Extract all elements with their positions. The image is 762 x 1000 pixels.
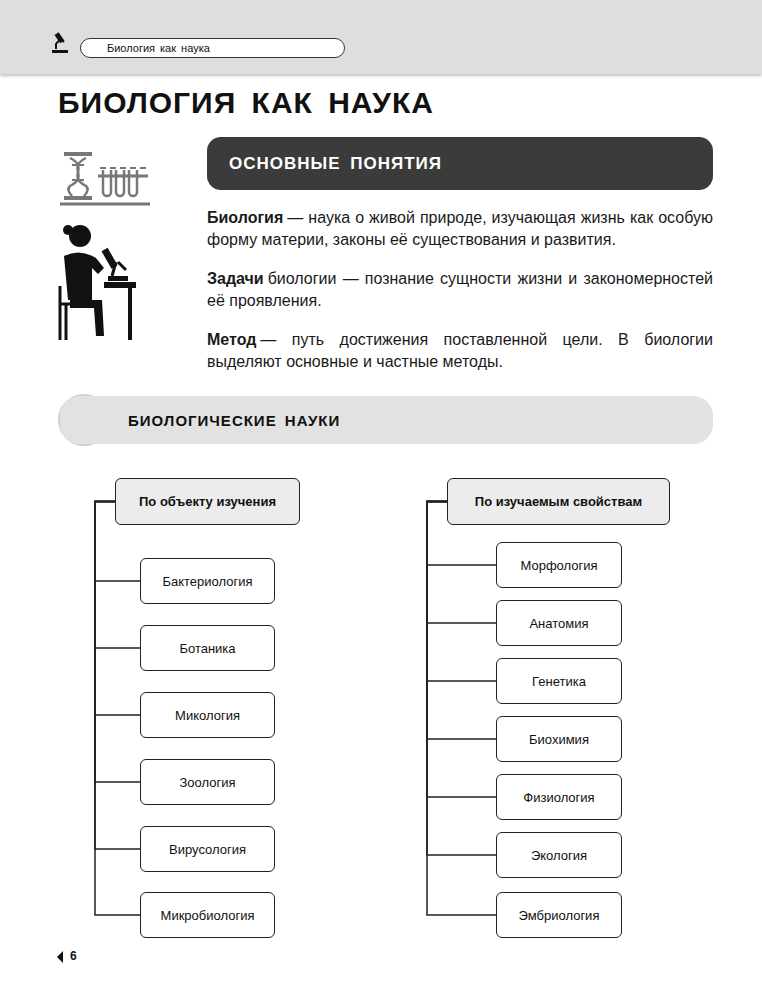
definition-paragraph: Биология— наука о живой природе, изучающ… (207, 207, 713, 251)
header-bar (0, 0, 762, 74)
node-text: Бактериология (162, 574, 252, 589)
tree-connector (427, 502, 496, 798)
science-box: Морфология (496, 542, 622, 588)
section-band: БИОЛОГИЧЕСКИЕ НАУКИ (60, 396, 713, 444)
science-box: Генетика (496, 658, 622, 704)
tree-connector (95, 502, 140, 916)
science-box: Эмбриология (496, 892, 622, 938)
science-box: Анатомия (496, 600, 622, 646)
term: Метод (207, 331, 256, 348)
node-text: По объекту изучения (139, 494, 276, 509)
science-box: Физиология (496, 774, 622, 820)
page-title: БИОЛОГИЯ КАК НАУКА (58, 86, 434, 120)
science-box: Микология (140, 692, 275, 738)
science-box: Бактериология (140, 558, 275, 604)
node-text: Биохимия (529, 732, 589, 747)
node-text: Эмбриология (519, 908, 600, 923)
node-text: По изучаемым свойствам (475, 494, 642, 509)
tree-connector (427, 502, 496, 740)
page-marker (57, 951, 63, 963)
definition-text: — путь достижения поставленной цели. В б… (207, 331, 713, 370)
page-number: 6 (70, 949, 77, 963)
definition-paragraph: Метод— путь достижения поставленной цели… (207, 329, 713, 373)
definition-paragraph: Задачибиологии — познание сущности жизни… (207, 268, 713, 312)
tree-connector (427, 502, 496, 856)
node-text: Ботаника (179, 641, 235, 656)
scientist-figure (60, 225, 136, 340)
node-text: Биология как наука (107, 42, 210, 54)
node-text: ОСНОВНЫЕ ПОНЯТИЯ (229, 154, 442, 174)
node-text: Зоология (179, 775, 235, 790)
tree-connector (427, 502, 496, 916)
node-text: Генетика (532, 674, 586, 689)
science-box: Зоология (140, 759, 275, 805)
category-heading: По изучаемым свойствам (447, 478, 670, 525)
term: Задачи (207, 270, 264, 287)
tree-connector (95, 502, 140, 850)
node-text: Морфология (520, 558, 597, 573)
node-text: Микробиология (161, 908, 255, 923)
node-text: Анатомия (529, 616, 588, 631)
tree-connector (95, 502, 140, 783)
term: Биология (207, 209, 283, 226)
tree-connector (95, 502, 140, 716)
category-heading: По объекту изучения (115, 478, 300, 525)
definition-text: биологии — познание сущности жизни и зак… (207, 270, 713, 309)
search-field: Биология как наука (80, 38, 345, 58)
science-box: Экология (496, 832, 622, 878)
science-box: Микробиология (140, 892, 275, 938)
header-icon (52, 32, 68, 53)
tree-connector (427, 502, 496, 682)
section-banner: ОСНОВНЫЕ ПОНЯТИЯ (207, 137, 713, 190)
node-text: Микология (175, 708, 240, 723)
dna-tubes-icon (60, 152, 150, 204)
node-text: БИОЛОГИЧЕСКИЕ НАУКИ (128, 412, 340, 429)
science-box: Вирусология (140, 826, 275, 872)
node-text: Физиология (523, 790, 594, 805)
node-text: Экология (531, 848, 587, 863)
science-box: Ботаника (140, 625, 275, 671)
science-box: Биохимия (496, 716, 622, 762)
node-text: Вирусология (169, 842, 246, 857)
